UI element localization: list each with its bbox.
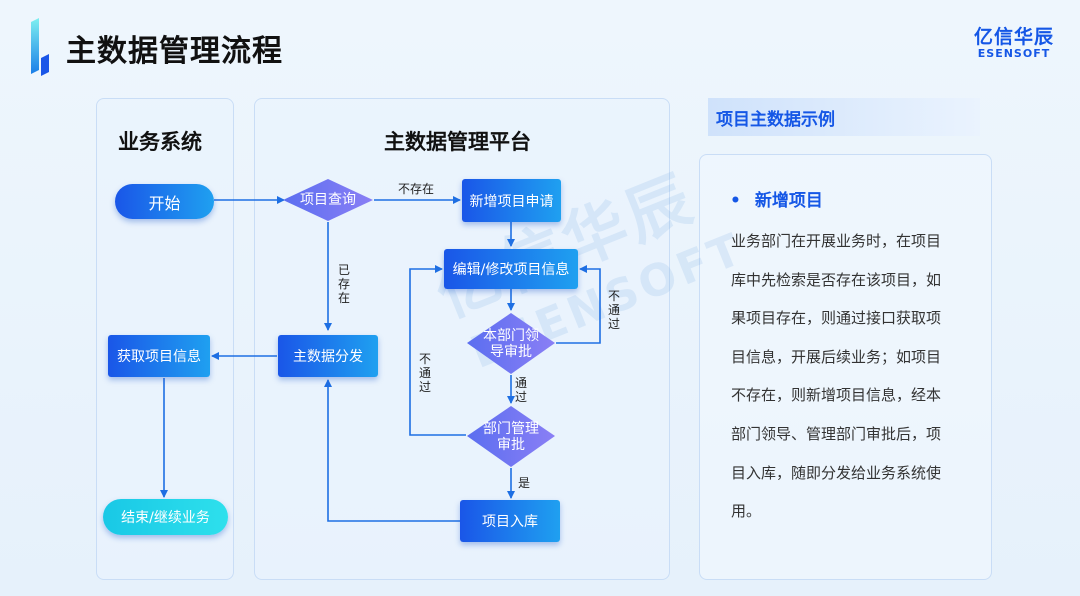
node-dept-leader-approval[interactable]: 本部门领 导审批 [466, 312, 556, 375]
node-warehouse[interactable]: 项目入库 [460, 500, 560, 542]
node-dept-mgmt-label: 部门管理 审批 [483, 420, 539, 453]
edge-label-reject-right: 不 通 过 [608, 289, 621, 331]
node-get-info[interactable]: 获取项目信息 [108, 335, 210, 377]
edge-label-yes: 是 [518, 476, 531, 490]
node-start[interactable]: 开始 [115, 184, 214, 219]
example-panel [699, 154, 992, 580]
title-bar-decoration-icon [31, 18, 49, 76]
page-title: 主数据管理流程 [66, 34, 283, 69]
diamond-shape [283, 179, 373, 221]
edge-label-not-exist: 不存在 [398, 182, 435, 196]
example-bullet: • 新增项目 [730, 186, 823, 211]
node-dept-leader-label: 本部门领 导审批 [483, 327, 539, 360]
edge-warehouse-to-distribute [324, 379, 460, 522]
edge-leader-reject [556, 265, 601, 344]
edge-label-reject-left: 不 通 过 [419, 352, 432, 394]
diamond-shape [467, 406, 555, 467]
edge-label-approved: 通 过 [515, 376, 528, 404]
mdm-platform-heading: 主数据管理平台 [384, 130, 531, 154]
example-description: 业务部门在开展业务时，在项目库中先检索是否存在该项目，如果项目存在，则通过接口获… [731, 232, 942, 521]
edge-label-exists: 已 存 在 [338, 263, 351, 305]
node-query[interactable]: 项目查询 [282, 178, 374, 222]
node-query-label: 项目查询 [300, 192, 356, 208]
node-distribute[interactable]: 主数据分发 [278, 335, 378, 377]
node-end[interactable]: 结束/继续业务 [103, 499, 228, 535]
example-header: 项目主数据示例 [708, 98, 980, 136]
node-new-request[interactable]: 新增项目申请 [462, 179, 561, 222]
edge-mgmt-reject [409, 265, 466, 436]
logo-cn-text: 亿信华辰 [973, 26, 1054, 48]
logo-en-text: ESENSOFT [977, 47, 1051, 60]
business-system-heading: 业务系统 [118, 130, 202, 154]
node-edit-info[interactable]: 编辑/修改项目信息 [444, 249, 578, 289]
example-bullet-label: 新增项目 [754, 191, 823, 211]
brand-logo: 亿信华辰 ESENSOFT [974, 26, 1054, 60]
diamond-shape [467, 313, 555, 374]
node-dept-mgmt-approval[interactable]: 部门管理 审批 [466, 405, 556, 468]
bullet-dot-icon: • [730, 191, 741, 211]
